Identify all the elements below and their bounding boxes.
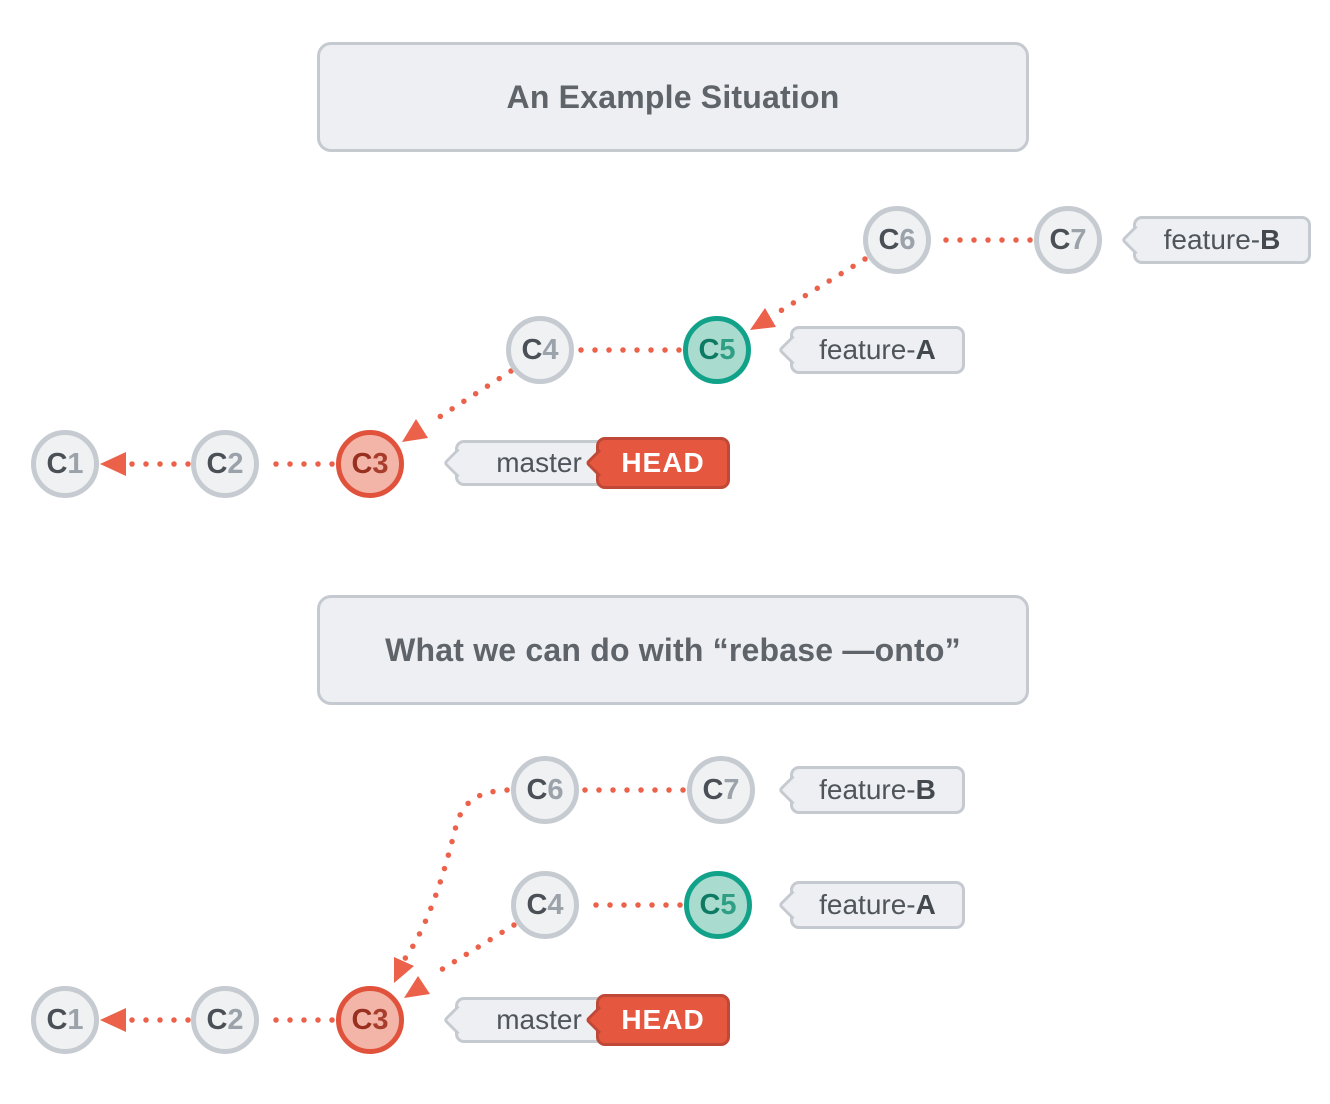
branch-label-text: feature- [819,774,916,805]
branch-label-text: feature- [819,334,916,365]
arrowhead-s2-c3-from-c6 [394,957,414,983]
commit-letter: C [526,773,548,806]
commit-digit: 1 [67,447,84,480]
commit-digit: 7 [723,773,740,806]
branch-label-bold: A [915,334,936,365]
arrowhead-s2-c3-from-c4 [404,976,430,998]
head-label-text: HEAD [621,1004,705,1035]
commit-digit: 1 [67,1003,84,1036]
branch-label-bold: B [915,774,936,805]
edge-s1-c4-c3 [427,368,514,426]
head-label-text: HEAD [621,447,705,478]
commit-digit: 2 [227,447,244,480]
branch-label-bold: B [1260,224,1281,255]
section1-title-box: An Example Situation [317,42,1029,152]
commit-digit: 7 [1070,223,1087,256]
s2-branch-label-feature-a: feature-A [790,881,965,929]
commit-letter: C [46,447,68,480]
commit-letter: C [878,223,900,256]
commit-letter: C [46,1003,68,1036]
arrowhead-s1-c1 [100,452,126,476]
commit-digit: 4 [547,888,564,921]
s2-head-tag: HEAD [596,994,730,1046]
commit-letter: C [206,447,228,480]
edge-s2-c4-c3 [433,922,517,976]
commit-digit: 6 [547,773,564,806]
branch-label-text: feature- [1163,224,1261,255]
arrowhead-s1-c3 [402,419,428,442]
branch-label-text: master [496,447,582,478]
section2-title: What we can do with “rebase —onto” [385,631,961,668]
commit-letter: C [351,1003,373,1036]
commit-digit: 6 [899,223,916,256]
commit-letter: C [526,888,548,921]
branch-label-text: feature- [819,889,916,920]
s2-branch-label-feature-b: feature-B [790,766,965,814]
commit-digit: 2 [227,1003,244,1036]
commit-letter: C [702,773,724,806]
arrowhead-s1-c5 [750,308,776,330]
section1-title: An Example Situation [506,78,840,115]
arrowhead-s2-c1 [100,1008,126,1032]
section2-title-box: What we can do with “rebase —onto” [317,595,1029,705]
edge-s2-c6-c3 [401,787,510,963]
s1-branch-label-feature-a: feature-A [790,326,965,374]
commit-letter: C [698,333,720,366]
commit-digit: 5 [719,333,736,366]
commit-letter: C [699,888,721,921]
s1-branch-label-feature-b: feature-B [1133,216,1311,264]
commit-digit: 3 [372,1003,389,1036]
commit-digit: 3 [372,447,389,480]
commit-digit: 4 [542,333,559,366]
commit-letter: C [1049,223,1071,256]
commit-digit: 5 [720,888,737,921]
branch-label-bold: A [915,889,936,920]
branch-label-text: master [496,1004,582,1035]
commit-letter: C [206,1003,228,1036]
commit-letter: C [351,447,373,480]
commit-letter: C [521,333,543,366]
edge-s1-c6-c5 [774,256,868,316]
s1-head-tag: HEAD [596,437,730,489]
